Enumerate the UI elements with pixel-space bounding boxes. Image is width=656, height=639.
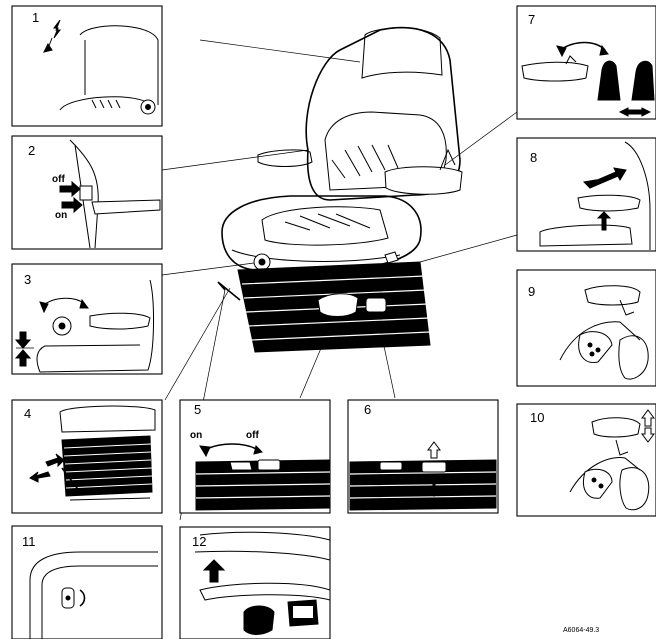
panel-1-number: 1 <box>32 10 39 25</box>
label-off: off <box>246 430 259 441</box>
label-on: on <box>190 430 202 441</box>
panel-10-number: 10 <box>530 410 544 425</box>
panel-10: 10 <box>517 404 656 516</box>
panel-7-number: 7 <box>528 12 535 27</box>
panel-2: 2 off on <box>12 136 162 249</box>
panel-4-number: 4 <box>24 406 31 421</box>
label-off: off <box>52 174 65 185</box>
panel-11-number: 11 <box>22 534 36 549</box>
panel-5: 5 on off <box>180 400 330 513</box>
panel-12-number: 12 <box>192 534 206 549</box>
panel-2-number: 2 <box>28 143 35 158</box>
panel-4: 4 <box>12 400 162 513</box>
panel-6-number: 6 <box>364 402 371 417</box>
panel-9: 9 <box>517 270 656 386</box>
panel-8-number: 8 <box>530 150 537 165</box>
panel-7: 7 <box>517 6 656 119</box>
panel-11: 11 <box>12 526 162 639</box>
figure-reference-code: A6064-49.3 <box>563 627 599 634</box>
panel-12: 12 <box>180 527 330 639</box>
panel-9-number: 9 <box>528 284 535 299</box>
label-on: on <box>55 210 67 221</box>
panel-1: 1 <box>12 6 162 126</box>
panel-3-number: 3 <box>24 272 31 287</box>
panel-8: 8 <box>517 138 656 251</box>
panel-5-number: 5 <box>194 402 201 417</box>
central-seat-illustration <box>218 28 462 352</box>
panel-3: 3 <box>12 264 162 374</box>
panel-6: 6 <box>348 400 498 513</box>
